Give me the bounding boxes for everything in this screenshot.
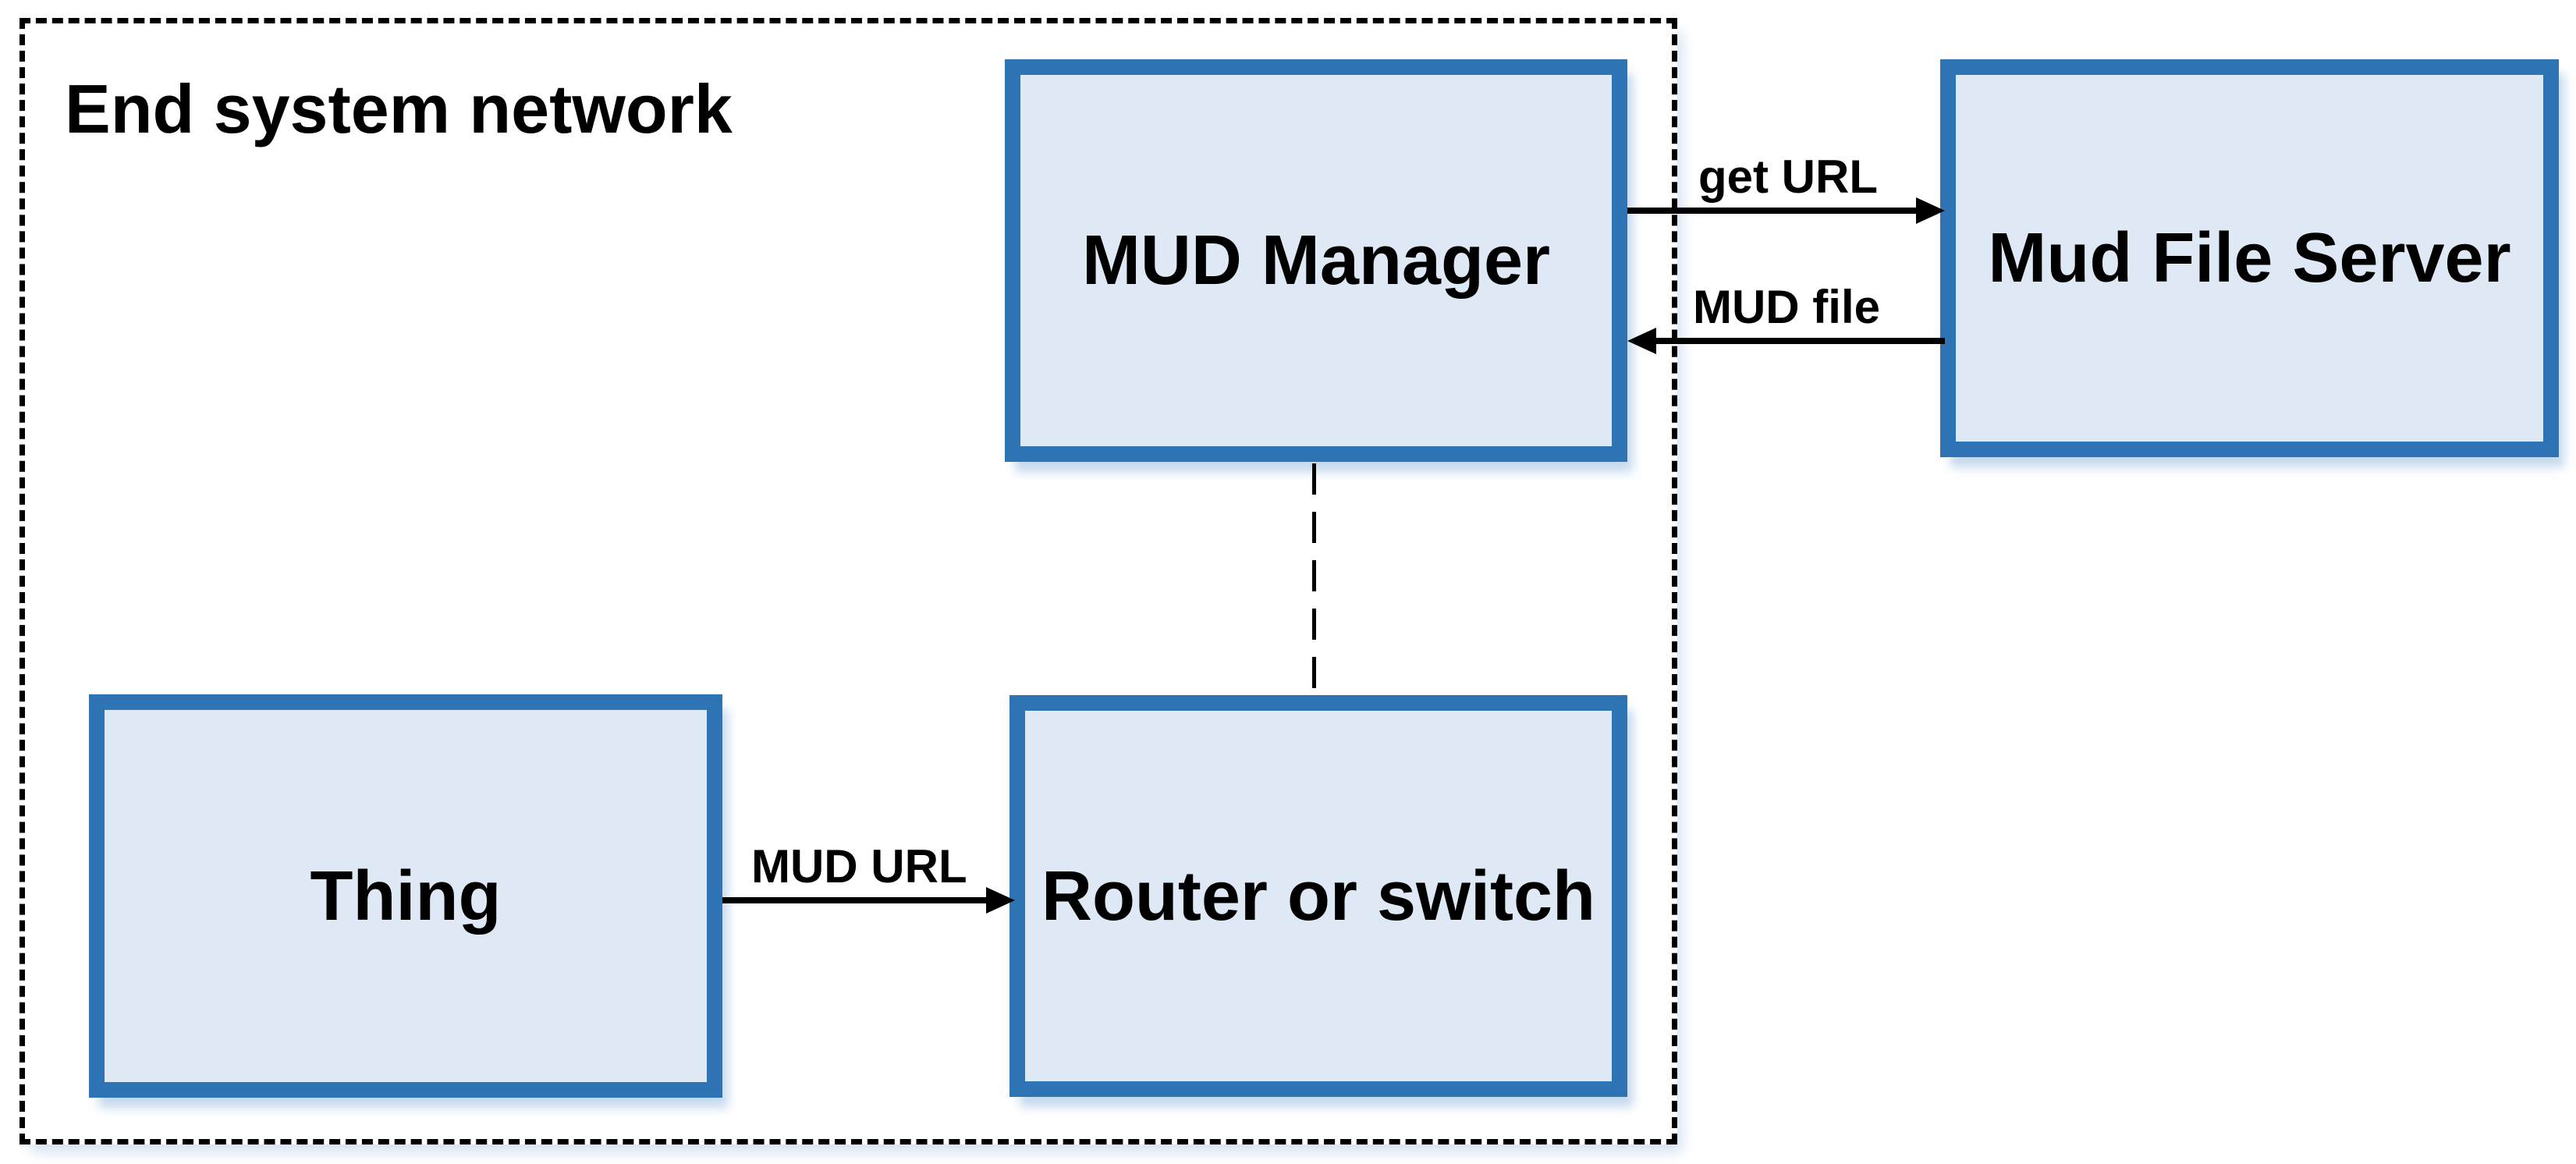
edge-get-url-label: get URL [1698,151,1878,203]
end-system-network-boundary [20,18,1677,1144]
node-mud-file-server: Mud File Server [1940,59,2559,457]
arrow-right-icon [986,887,1015,914]
edge-manager-router-dashed-link [1312,463,1316,694]
node-thing-label: Thing [310,857,502,935]
get-url-arrow-shaft [1627,208,1918,214]
edge-mud-file-label: MUD file [1693,281,1880,333]
mud-url-arrow-shaft [722,897,988,903]
edge-mud-url-label: MUD URL [751,840,967,893]
mud-file-arrow-shaft [1655,338,1945,344]
node-mud-file-server-label: Mud File Server [1988,219,2511,297]
node-mud-manager: MUD Manager [1005,59,1627,462]
node-router-or-switch: Router or switch [1009,695,1627,1097]
arrow-left-icon [1627,328,1656,354]
boundary-label: End system network [65,70,733,147]
node-router-or-switch-label: Router or switch [1041,857,1596,935]
node-thing: Thing [89,694,722,1098]
node-mud-manager-label: MUD Manager [1081,222,1551,300]
arrow-right-icon [1916,197,1945,224]
